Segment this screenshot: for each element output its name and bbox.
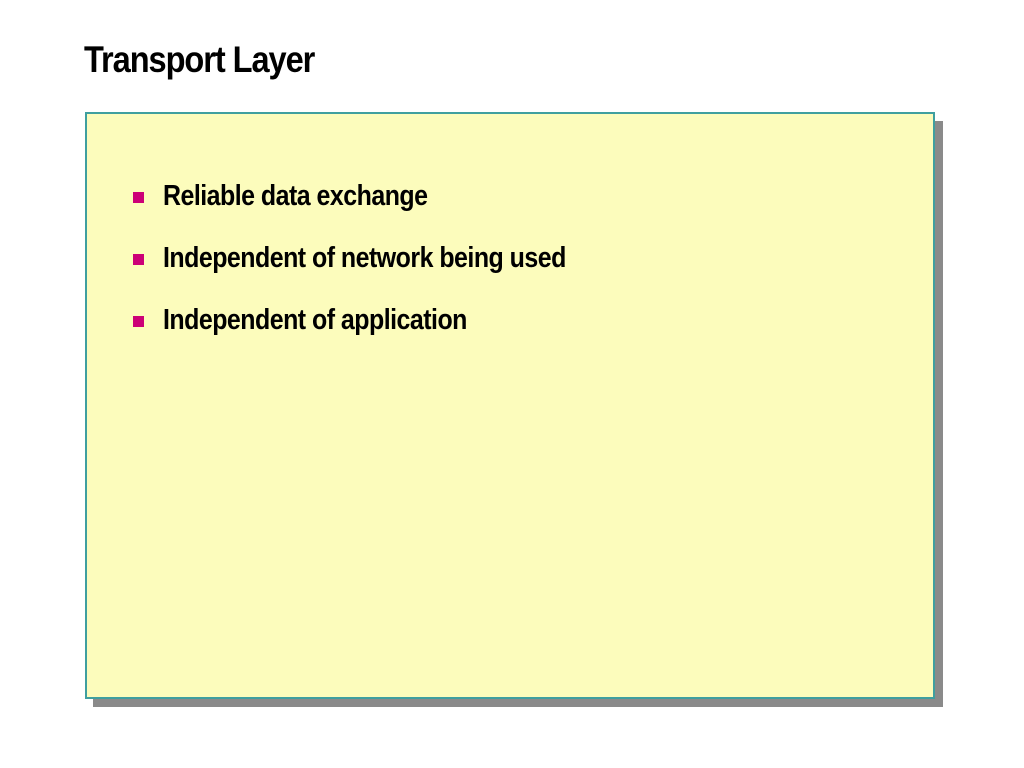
slide-title: Transport Layer [84, 39, 315, 80]
list-item: Reliable data exchange [133, 176, 631, 238]
bullet-text: Independent of application [163, 304, 467, 336]
bullet-list: Reliable data exchange Independent of ne… [133, 176, 631, 362]
square-bullet-icon [133, 316, 144, 327]
list-item: Independent of application [133, 300, 631, 362]
bullet-text: Reliable data exchange [163, 180, 428, 212]
square-bullet-icon [133, 192, 144, 203]
list-item: Independent of network being used [133, 238, 631, 300]
bullet-text: Independent of network being used [163, 242, 566, 274]
content-panel: Reliable data exchange Independent of ne… [85, 112, 935, 699]
square-bullet-icon [133, 254, 144, 265]
